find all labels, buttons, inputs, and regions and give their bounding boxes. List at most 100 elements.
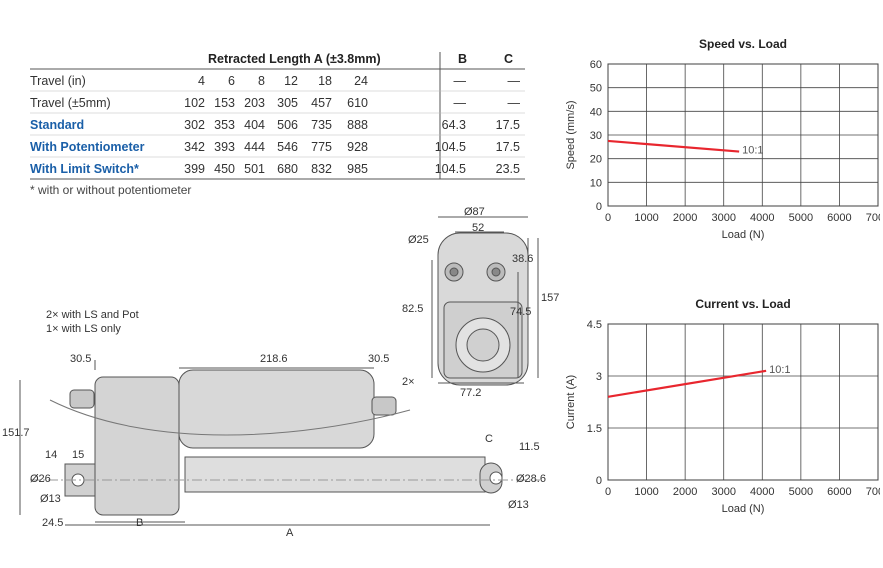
gear-hub [466,328,500,362]
table-cell: 342 [184,140,205,154]
rod-end-hole [489,471,503,485]
table-cell: — [453,96,467,110]
table-row-label: With Potentiometer [30,140,145,154]
x-axis-label: Load (N) [722,503,765,515]
dim-30-5-right: 30.5 [368,353,389,365]
dim-a: A [286,527,294,539]
table-cell: 302 [184,118,205,132]
y-tick-label: 3 [596,371,602,383]
table-footnote: * with or without potentiometer [30,183,192,197]
table-cell: 64.3 [441,118,466,132]
connector-left [69,389,95,409]
y-tick-label: 10 [590,177,602,189]
y-tick-label: 0 [596,475,602,487]
table-cell: 104.5 [434,162,466,176]
x-tick-label: 1000 [634,212,658,224]
table-cell: 832 [311,162,332,176]
dim-151-7: 151.7 [2,427,30,439]
extension-tube [184,456,486,493]
x-tick-label: 6000 [827,486,851,498]
dim-30-5-left: 30.5 [70,353,91,365]
y-tick-label: 4.5 [587,319,602,331]
table-header-c: C [504,52,514,66]
dim-14: 14 [45,449,57,461]
table-cell: 8 [258,74,265,88]
table-cell: 104.5 [434,140,466,154]
dim-38-6: 38.6 [512,253,533,265]
table-cell: 305 [277,96,298,110]
dim-24-5: 24.5 [42,517,63,529]
table-cell: 735 [311,118,332,132]
cable-curve [49,399,411,436]
dim-28-6: Ø28.6 [516,473,546,485]
table-row-label: Travel (±5mm) [30,96,111,110]
dim-26: Ø26 [30,473,51,485]
y-tick-label: 30 [590,130,602,142]
table-cell: 393 [214,140,235,154]
x-tick-label: 3000 [711,212,735,224]
table-cell: 546 [277,140,298,154]
table-cell: 399 [184,162,205,176]
x-tick-label: 6000 [827,212,851,224]
table-cell: 17.5 [495,140,520,154]
y-tick-label: 40 [590,106,602,118]
table-cell: 775 [311,140,332,154]
bolt-right-core [491,267,501,277]
table-cell: 102 [184,96,205,110]
table-cell: 153 [214,96,235,110]
y-axis-label: Speed (mm/s) [565,100,577,169]
table-cell: 24 [354,74,368,88]
y-tick-label: 1.5 [587,423,602,435]
table-cell: 353 [214,118,235,132]
dim-218-6: 218.6 [260,353,288,365]
table-row-label: Travel (in) [30,74,86,88]
connector-right [371,396,397,416]
dim-2x: 2× [402,376,415,388]
table-cell: 12 [284,74,298,88]
x-tick-label: 7000 [866,212,880,224]
table-group-header: Retracted Length A (±3.8mm) [208,52,381,66]
table-cell: 985 [347,162,368,176]
x-tick-label: 2000 [673,212,697,224]
series-label: 10:1 [769,364,790,376]
side-view-drawing: 2× with LS and Pot 1× with LS only 30.5 … [2,309,546,539]
motor-body [178,369,375,449]
series-line [607,139,740,153]
dim-13-right: Ø13 [508,499,529,511]
table-cell: — [507,96,521,110]
table-cell: 457 [311,96,332,110]
dim-b: B [136,517,143,529]
table-cell: 501 [244,162,265,176]
x-axis-label: Load (N) [722,229,765,241]
table-cell: 506 [277,118,298,132]
x-tick-label: 3000 [711,486,735,498]
series-label: 10:1 [742,145,763,157]
table-cell: 4 [198,74,205,88]
dim-74-5: 74.5 [510,306,531,318]
dim-82-5: 82.5 [402,303,423,315]
table-cell: 928 [347,140,368,154]
table-cell: — [453,74,467,88]
side-note-line2: 1× with LS only [46,323,121,335]
table-cell: — [507,74,521,88]
x-tick-label: 2000 [673,486,697,498]
x-tick-label: 1000 [634,486,658,498]
table-cell: 17.5 [495,118,520,132]
dim-15: 15 [72,449,84,461]
y-tick-label: 50 [590,83,602,95]
table-cell: 610 [347,96,368,110]
dim-13-left: Ø13 [40,493,61,505]
bolt-left-core [449,267,459,277]
y-axis-label: Current (A) [565,375,577,429]
table-cell: 23.5 [495,162,520,176]
table-cell: 18 [318,74,332,88]
table-rules [30,52,525,180]
motor-end-cap [94,376,180,516]
front-view-drawing: Ø87 52 Ø25 38.6 157 82.5 74.5 77.2 [402,206,559,399]
x-tick-label: 5000 [789,212,813,224]
x-tick-label: 5000 [789,486,813,498]
x-tick-label: 0 [605,212,611,224]
